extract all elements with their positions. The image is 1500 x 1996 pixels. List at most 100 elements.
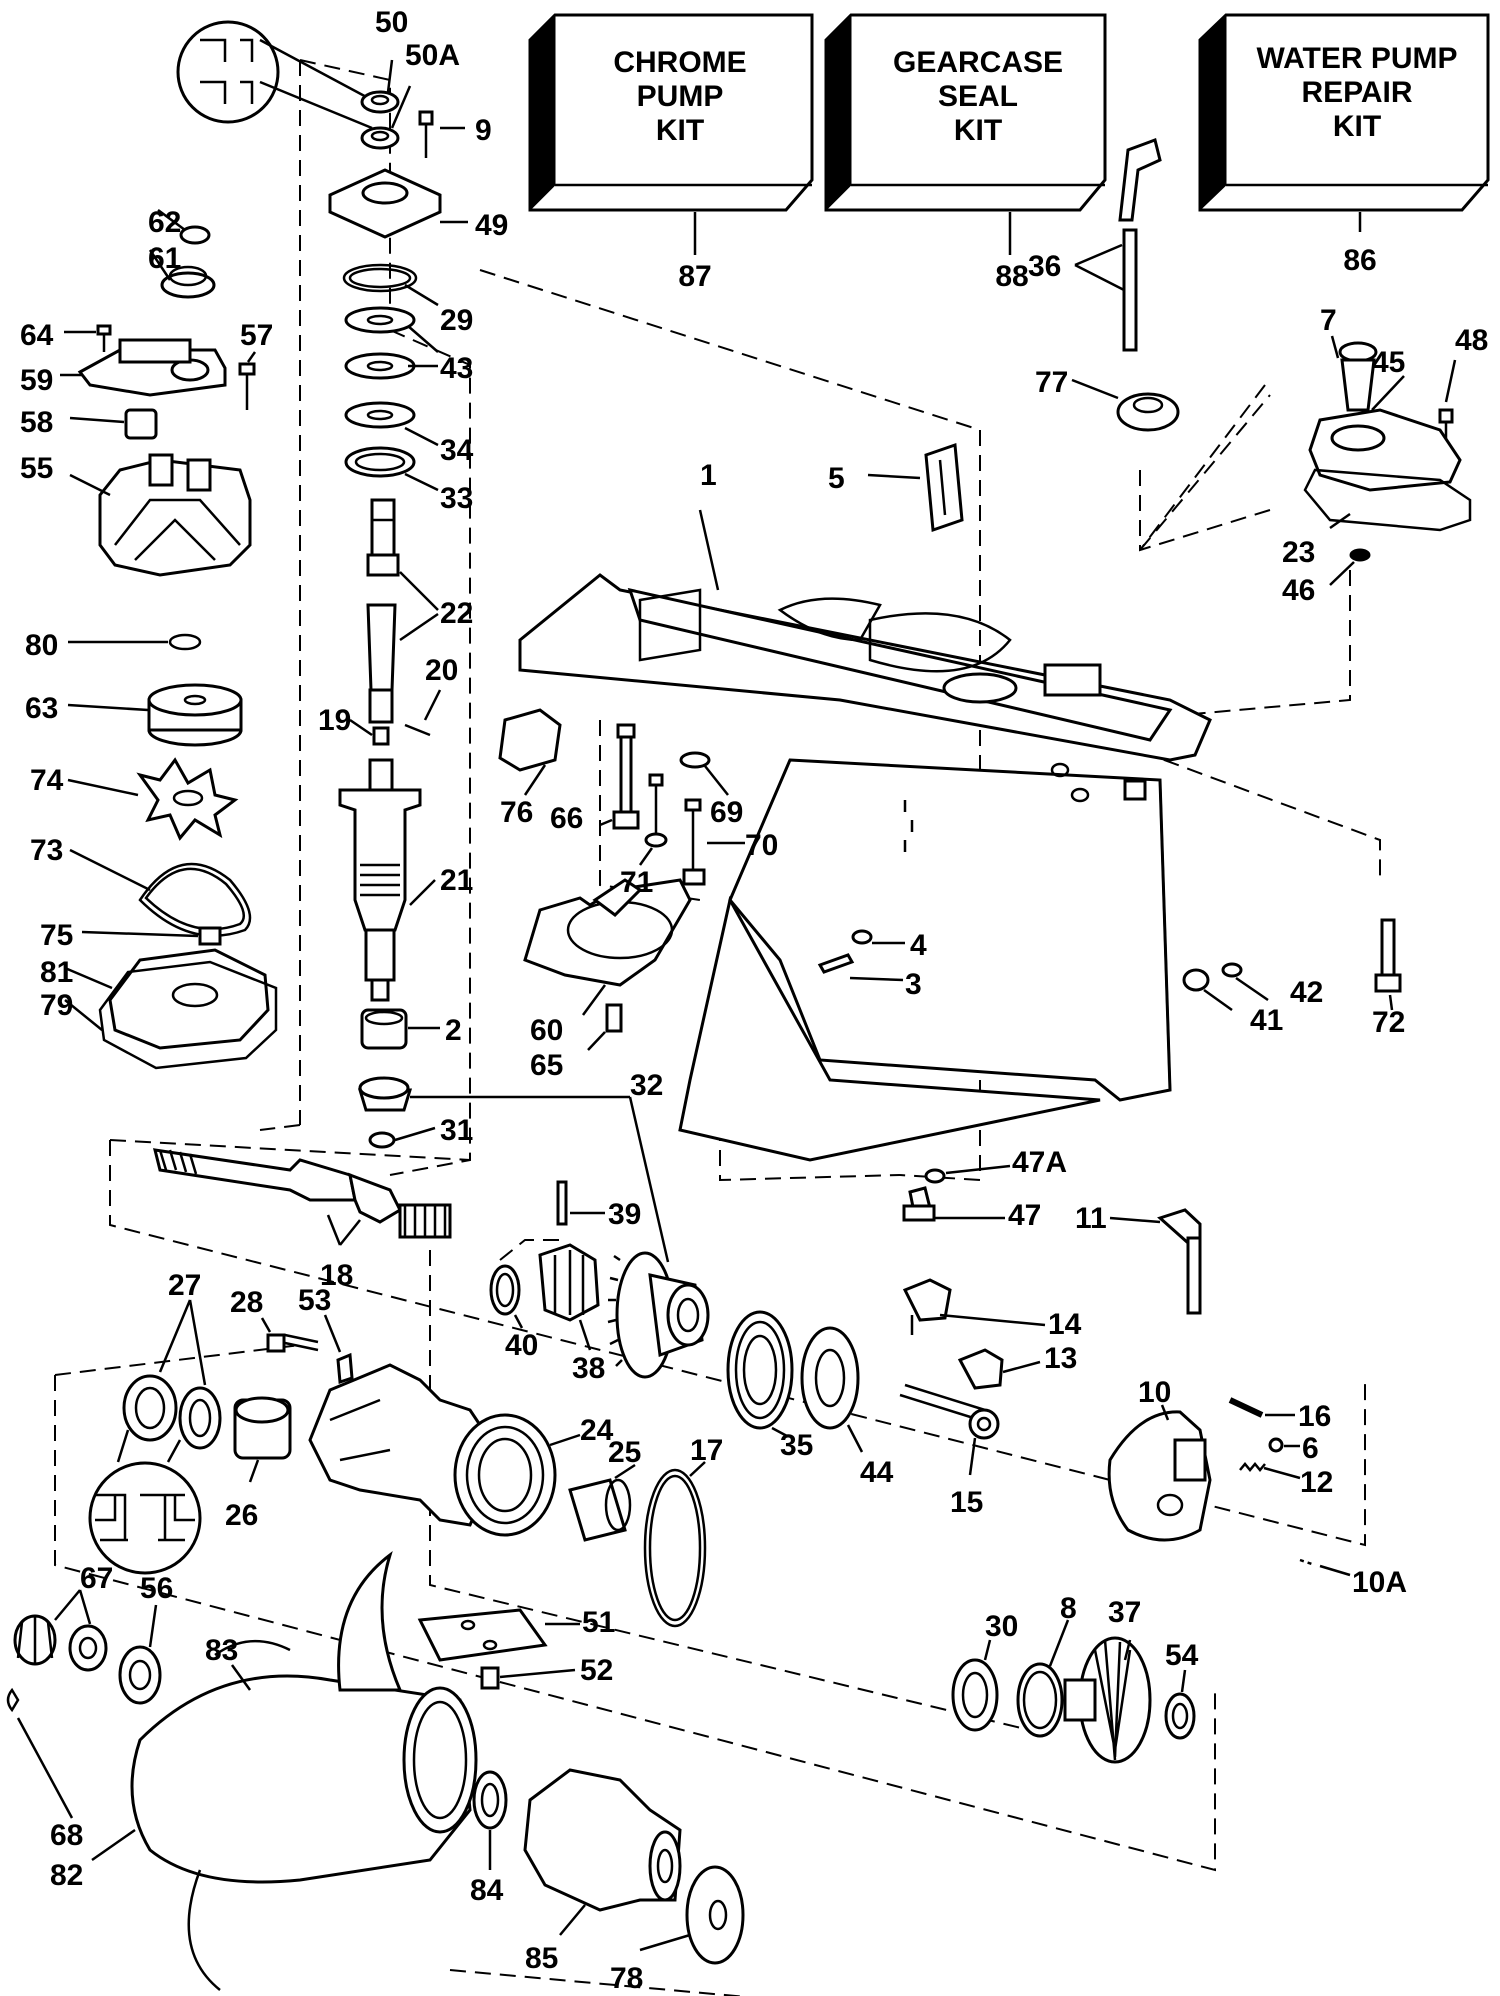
gasket-73 [138, 862, 252, 937]
washer-47a [924, 1168, 946, 1184]
label-69: 69 [710, 796, 743, 829]
label-79: 79 [40, 989, 73, 1022]
label-61: 61 [148, 242, 181, 275]
pump-cover-45 [1308, 408, 1462, 492]
kit-gearcase-seal-line-2: SEAL [938, 80, 1018, 113]
label-20: 20 [425, 654, 458, 687]
label-11: 11 [1075, 1202, 1107, 1235]
label-74: 74 [30, 764, 64, 797]
oring-17 [643, 1468, 707, 1628]
label-31: 31 [440, 1114, 473, 1147]
bolt-57 [238, 362, 256, 376]
thrust-bearing-35 [726, 1310, 794, 1430]
label-48: 48 [1455, 324, 1488, 357]
kit-chrome-pump-line-2: PUMP [637, 80, 724, 113]
washer-69 [679, 751, 711, 769]
spacer-56 [118, 1645, 162, 1705]
pin-16 [1228, 1397, 1264, 1418]
washer-44 [800, 1326, 860, 1430]
label-43: 43 [440, 352, 473, 385]
label-56: 56 [140, 1572, 173, 1605]
bearing-2 [360, 1008, 408, 1050]
bolt-66 [619, 735, 633, 814]
water-pump-assembly [60, 208, 278, 1070]
wear-plate-81 [108, 948, 270, 1050]
label-38: 38 [572, 1352, 605, 1385]
label-25: 25 [608, 1436, 641, 1469]
gasket-23 [1303, 468, 1472, 532]
propshaft-18 [153, 1148, 357, 1202]
kit-chrome-pump-number: 87 [678, 260, 711, 293]
propeller-82 [130, 1674, 472, 1884]
label-15: 15 [950, 1486, 983, 1519]
kit-gearcase-seal-line-3: KIT [954, 114, 1002, 147]
washer-43-b [344, 352, 416, 380]
label-33: 33 [440, 482, 473, 515]
seal-detail-callout [176, 20, 280, 124]
label-84: 84 [470, 1874, 504, 1907]
pin-39 [556, 1180, 568, 1226]
clevis-13 [957, 1348, 1004, 1390]
propshaft-assembly [153, 1148, 864, 1453]
label-58: 58 [20, 406, 53, 439]
label-17: 17 [690, 1434, 723, 1467]
label-54: 54 [1165, 1639, 1199, 1672]
label-80: 80 [25, 629, 58, 662]
tab-washer-53 [336, 1352, 354, 1385]
pin-20 [404, 723, 431, 737]
label-34: 34 [440, 434, 474, 467]
screw-71 [644, 832, 668, 848]
part-labels: 50 50A 9 49 62 61 64 57 59 29 43 58 34 5… [20, 6, 1488, 1995]
label-77: 77 [1035, 366, 1068, 399]
label-52: 52 [580, 1654, 613, 1687]
cotter-pin-68 [6, 1687, 20, 1713]
label-78: 78 [610, 1962, 643, 1995]
label-46: 46 [1282, 574, 1315, 607]
grommet-7 [1338, 341, 1378, 363]
spring-12 [1239, 1462, 1266, 1472]
label-73: 73 [30, 834, 63, 867]
label-70: 70 [745, 829, 778, 862]
label-12: 12 [1300, 1466, 1333, 1499]
label-63: 63 [25, 692, 58, 725]
gearcase-fasteners [498, 708, 1402, 1222]
bolt-70 [682, 868, 706, 886]
washer-30 [951, 1658, 999, 1732]
bearing-40 [489, 1264, 521, 1316]
label-65: 65 [530, 1049, 563, 1082]
bearing-33 [344, 446, 416, 478]
kit-chrome-pump[interactable]: CHROME PUMP KIT [528, 13, 814, 212]
label-35: 35 [780, 1429, 813, 1462]
label-67: 67 [80, 1562, 113, 1595]
seal-27-b [178, 1386, 222, 1450]
label-76: 76 [500, 796, 533, 829]
skeg [678, 895, 1101, 1162]
label-44: 44 [860, 1456, 894, 1489]
plug-41 [1182, 968, 1210, 992]
label-32: 32 [630, 1069, 663, 1102]
kit-gearcase-seal-line-1: GEARCASE [893, 46, 1063, 79]
bushing-84 [472, 1770, 508, 1830]
label-13: 13 [1044, 1342, 1077, 1375]
kit-water-pump-repair[interactable]: WATER PUMP REPAIR KIT [1198, 13, 1490, 212]
prop-nut-67-b [68, 1624, 108, 1672]
water-pump-cover-assembly [1303, 335, 1472, 586]
kit-chrome-pump-line-3: KIT [656, 114, 704, 147]
screw-3 [817, 953, 855, 974]
label-9: 9 [475, 114, 492, 147]
plate-5 [867, 442, 964, 533]
label-2: 2 [445, 1014, 462, 1047]
label-59: 59 [20, 364, 53, 397]
seal-62 [179, 225, 211, 245]
label-37: 37 [1108, 1596, 1141, 1629]
label-16: 16 [1298, 1400, 1331, 1433]
seal-50 [360, 90, 400, 114]
kit-water-pump-repair-number: 86 [1343, 244, 1376, 277]
label-27: 27 [168, 1269, 201, 1302]
kit-gearcase-seal[interactable]: GEARCASE SEAL KIT [824, 13, 1107, 212]
label-30: 30 [985, 1610, 1018, 1643]
label-18: 18 [320, 1259, 353, 1292]
label-81: 81 [40, 956, 73, 989]
label-49: 49 [475, 209, 508, 242]
washer-4 [851, 929, 873, 945]
